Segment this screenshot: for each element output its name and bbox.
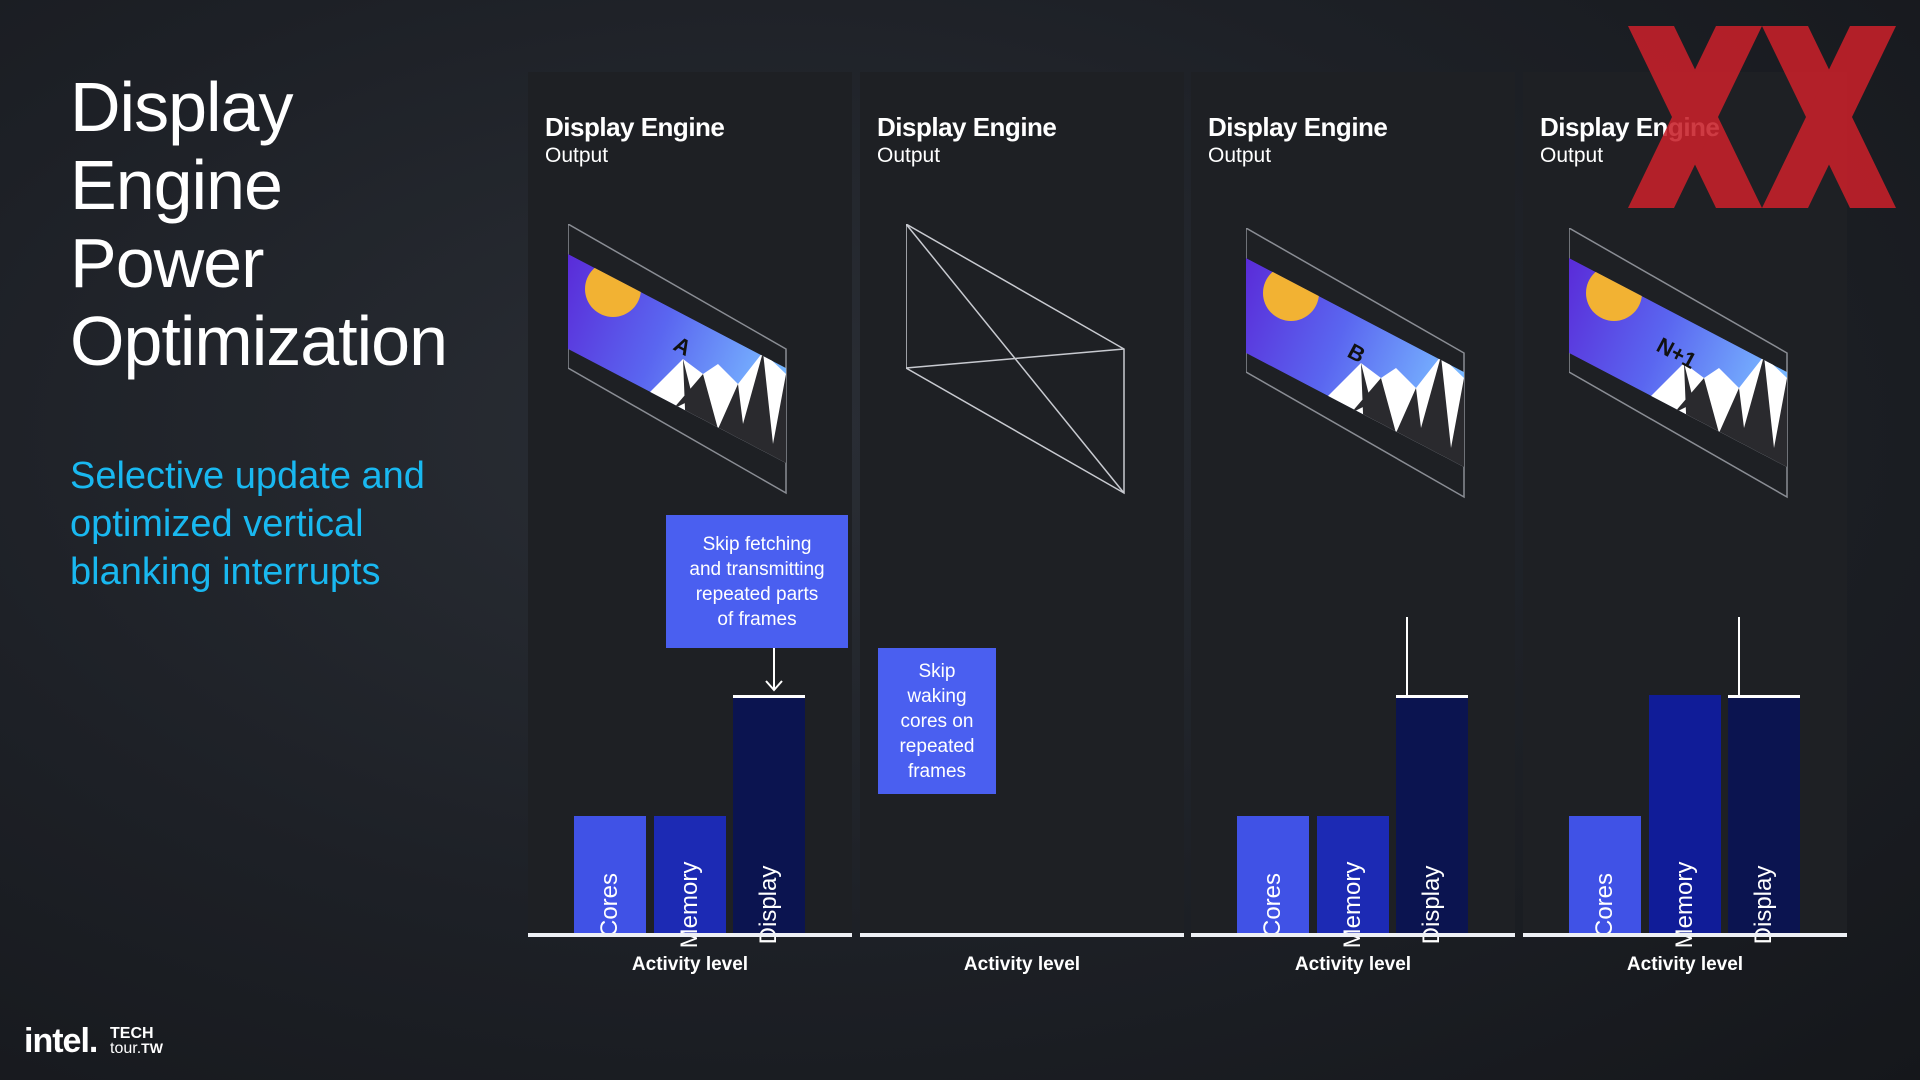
subtitle-line: blanking interrupts <box>70 551 381 593</box>
axis-baseline <box>1523 933 1847 937</box>
title-line: Optimization <box>70 302 448 380</box>
tech-line: TECH <box>110 1025 154 1042</box>
bar-cores: Cores <box>1569 816 1641 937</box>
subtitle-line: optimized vertical <box>70 503 364 545</box>
note-line: repeated <box>899 735 975 757</box>
axis-label: Activity level <box>1626 954 1744 975</box>
note-line: and transmitting <box>689 558 825 580</box>
title-line: Power <box>70 224 264 302</box>
note-line: of frames <box>717 608 797 630</box>
panel-subtitle: Output <box>545 144 609 167</box>
bar-display: Display <box>733 695 805 944</box>
slide-subtitle: Selective update and optimized vertical … <box>70 452 470 596</box>
frame-n1-screen: N+1 <box>1569 228 1788 499</box>
panel-title: Display Engine <box>1208 112 1388 142</box>
axis-label: Activity level <box>963 954 1081 975</box>
panel-frame-a: Display Engine Output A Skip fetching an… <box>528 72 852 975</box>
arrow-down-icon <box>765 648 783 692</box>
bar-memory: Memory <box>1317 816 1389 948</box>
tour-line: tour. <box>110 1040 142 1057</box>
note-line: frames <box>907 760 967 782</box>
skip-fetching-note: Skip fetching and transmitting repeated … <box>666 515 848 648</box>
bar-cap <box>733 695 805 698</box>
panel-subtitle: Output <box>1540 144 1604 167</box>
bar-label: Cores <box>596 872 623 938</box>
bar-memory: Memory <box>654 816 726 948</box>
bar-display: Display <box>1396 695 1468 944</box>
tech-tour-logo: TECH tour.TW <box>110 1025 163 1057</box>
title-line: Engine <box>70 146 283 224</box>
bar-cap <box>1728 695 1800 698</box>
panel-header: Display Engine Output <box>1208 112 1388 168</box>
note-line: repeated parts <box>695 583 819 605</box>
panel-frame-b: Display Engine Output B Cores Memory Dis… <box>1191 72 1515 975</box>
bar-display: Display <box>1728 695 1800 944</box>
panel-frame-n1: Display Engine Output N+1 Cores Memory D… <box>1523 72 1847 975</box>
note-line: waking <box>907 685 967 707</box>
panel-header: Display Engine Output <box>877 112 1057 168</box>
note-line: Skip <box>918 660 956 682</box>
skip-waking-note: Skip waking cores on repeated frames <box>878 648 996 794</box>
bar-cores: Cores <box>1237 816 1309 937</box>
slide-title: Display Engine Power Optimization <box>70 68 510 380</box>
bar-cores: Cores <box>574 816 646 937</box>
note-line: cores on <box>900 710 974 732</box>
axis-baseline <box>860 933 1184 937</box>
frame-b-screen: B <box>1246 228 1465 499</box>
frame-a-screen: A <box>568 224 787 495</box>
axis-label: Activity level <box>1294 954 1412 975</box>
title-line: Display <box>70 68 294 146</box>
bar-memory: Memory <box>1649 695 1721 948</box>
axis-baseline <box>1191 933 1515 937</box>
panel-subtitle: Output <box>877 144 941 167</box>
panel-title: Display Engine <box>545 112 725 142</box>
bar-cap <box>1396 695 1468 698</box>
bar-label: Cores <box>1591 872 1618 938</box>
subtitle-line: Selective update and <box>70 455 425 497</box>
axis-baseline <box>528 933 852 937</box>
xx-watermark-icon <box>1628 26 1896 208</box>
intel-logo: intel. <box>24 1022 98 1060</box>
panel-idle: Display Engine Output Skip waking cores … <box>860 72 1184 975</box>
panel-subtitle: Output <box>1208 144 1272 167</box>
axis-label: Activity level <box>631 954 749 975</box>
bar-label: Cores <box>1259 872 1286 938</box>
panel-header: Display Engine Output <box>545 112 725 168</box>
empty-frame-screen <box>906 224 1125 495</box>
panel-title: Display Engine <box>877 112 1057 142</box>
tour-suffix: TW <box>141 1040 163 1056</box>
note-line: Skip fetching <box>702 533 812 555</box>
